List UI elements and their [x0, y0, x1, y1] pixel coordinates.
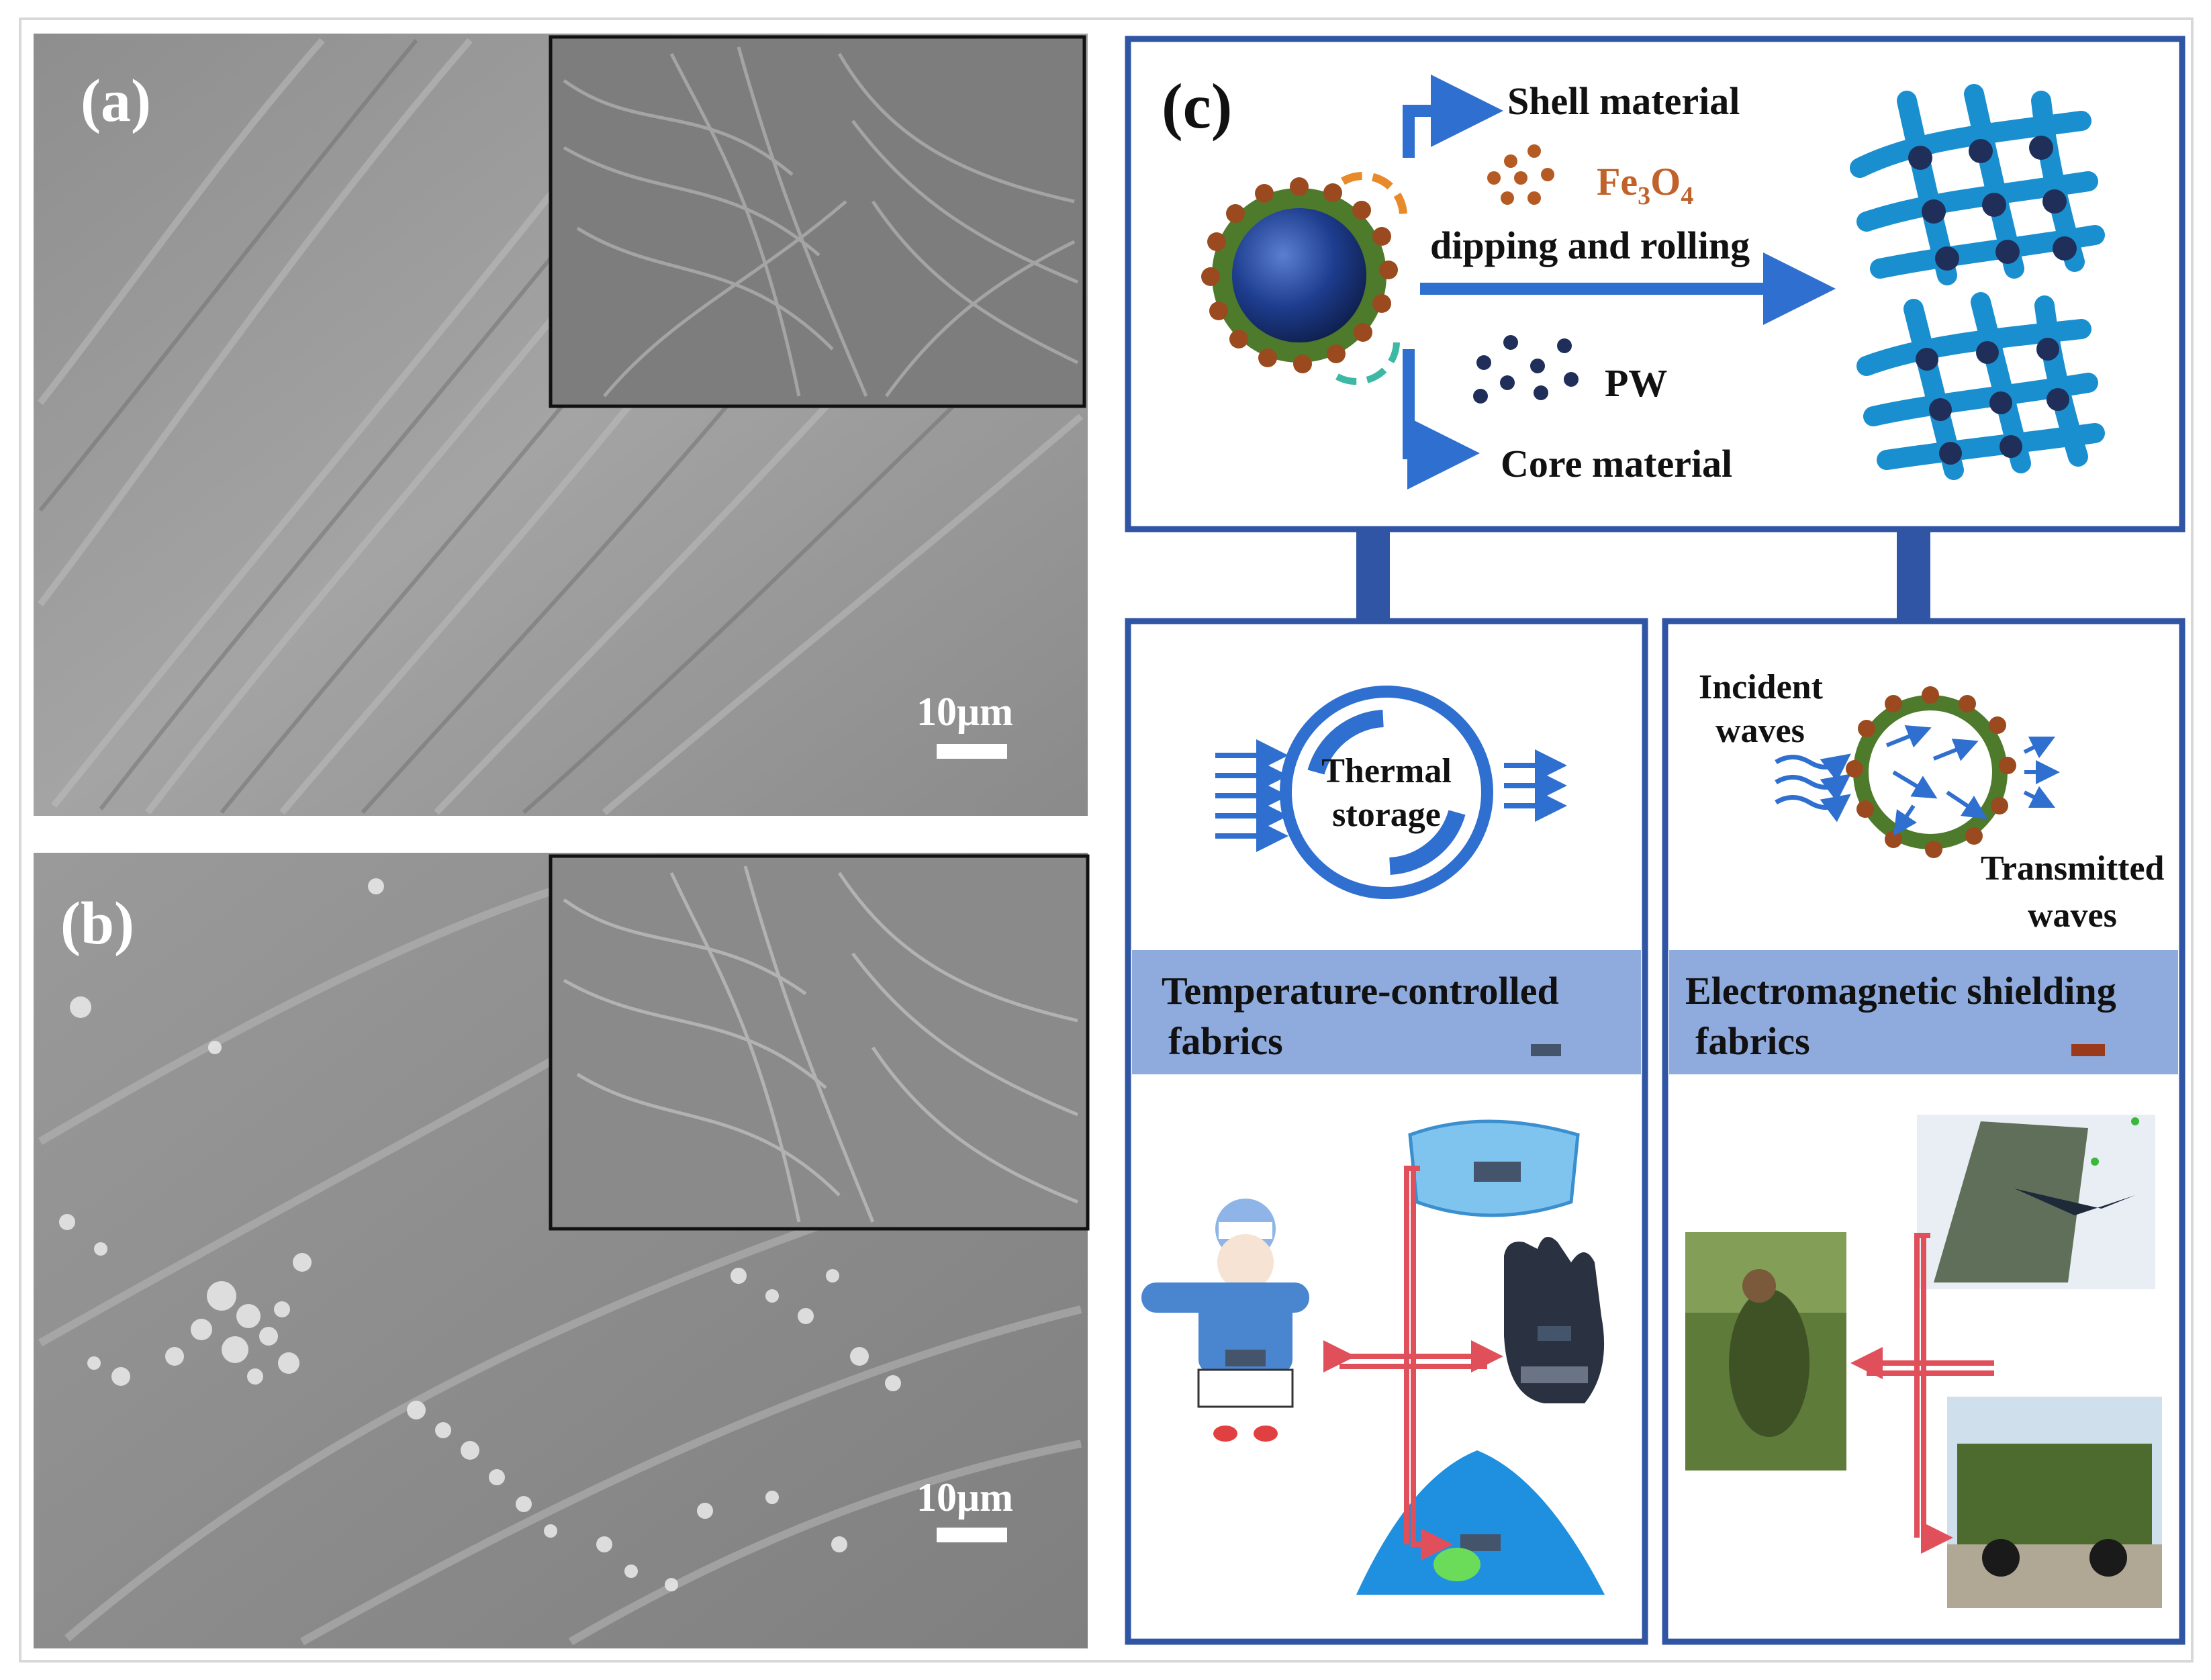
temperature-panel: Thermal storage Temperature-controlled f… [1125, 618, 1648, 1645]
particles-b [59, 878, 901, 1591]
incident-label-line1: Incident [1699, 668, 1824, 706]
incident-label-line2: waves [1715, 712, 1805, 750]
panel-label-b: (b) [60, 890, 134, 957]
shell-material-label: Shell material [1507, 79, 1740, 123]
thermal-cycle-arrow-2 [1389, 810, 1466, 875]
shielding-capsule [1846, 686, 2016, 858]
transmitted-waves [2023, 736, 2060, 808]
inset-b [549, 854, 1090, 1231]
temperature-legend-swatch [1531, 1044, 1561, 1056]
branch-arrows [1403, 75, 1836, 489]
temperature-title-line1: Temperature-controlled [1162, 969, 1559, 1013]
em-title-line2: fabrics [1695, 1019, 1810, 1063]
panel-c: (c) Shell material [1125, 36, 2185, 532]
panel-label-c: (c) [1162, 71, 1232, 142]
fe3o4-label: Fe3O4 [1597, 160, 1693, 210]
connector-right [1897, 532, 1930, 619]
core-material-label: Core material [1501, 442, 1732, 485]
em-link-arrows [1850, 1233, 1994, 1554]
soldier-photo [1685, 1232, 1846, 1471]
incident-waves [1775, 753, 1851, 823]
em-legend-swatch [2071, 1044, 2105, 1056]
transmitted-label-line2: waves [2028, 896, 2117, 935]
capsule-core [1232, 208, 1366, 342]
fabric-sample-top [1850, 84, 2105, 285]
panel-a: (a) 10μm [34, 34, 1088, 816]
transmitted-label-line1: Transmitted [1981, 849, 2165, 888]
shell-particles [1201, 177, 1398, 373]
scale-bar-b [937, 1528, 1007, 1542]
thermal-label-line2: storage [1332, 796, 1441, 834]
child-illustration [1141, 1199, 1309, 1442]
panel-label-a: (a) [81, 68, 151, 134]
thermal-label-line1: Thermal [1321, 752, 1452, 790]
dipping-rolling-label: dipping and rolling [1430, 224, 1750, 267]
core-callout-arc [1334, 342, 1400, 385]
microcapsule [1201, 171, 1407, 385]
scale-bar-label-a: 10μm [916, 690, 1013, 734]
thermal-ring-outer [1280, 686, 1493, 899]
radar-photo [1917, 1115, 2155, 1289]
outer-border [19, 17, 2194, 1663]
heat-arrows [1215, 739, 1567, 852]
truck-photo [1947, 1397, 2162, 1608]
fabric-sample-bottom [1856, 292, 2105, 480]
glove-illustration [1504, 1237, 1605, 1403]
scale-bar-label-b: 10μm [916, 1475, 1013, 1520]
inset-b-texture [563, 866, 1078, 1223]
panel-b: (b) 10μm [34, 853, 1090, 1648]
em-title-line1: Electromagnetic shielding [1685, 969, 2116, 1013]
thermal-cycle-arrow-1 [1307, 710, 1384, 775]
temperature-title-line2: fabrics [1168, 1019, 1283, 1063]
connector-left [1356, 532, 1390, 619]
scale-bar-a [937, 744, 1007, 759]
scatter-arrows [1885, 725, 1987, 836]
shell-callout-arc [1341, 171, 1407, 216]
inset-a [549, 35, 1086, 408]
mask-illustration [1408, 1119, 1580, 1217]
inset-a-texture [563, 46, 1079, 398]
em-panel: Incident waves [1662, 618, 2185, 1645]
fe3o4-dots [1487, 144, 1554, 205]
pw-dots [1473, 335, 1579, 404]
temperature-link-arrows [1323, 1166, 1503, 1560]
pw-label: PW [1605, 361, 1667, 405]
